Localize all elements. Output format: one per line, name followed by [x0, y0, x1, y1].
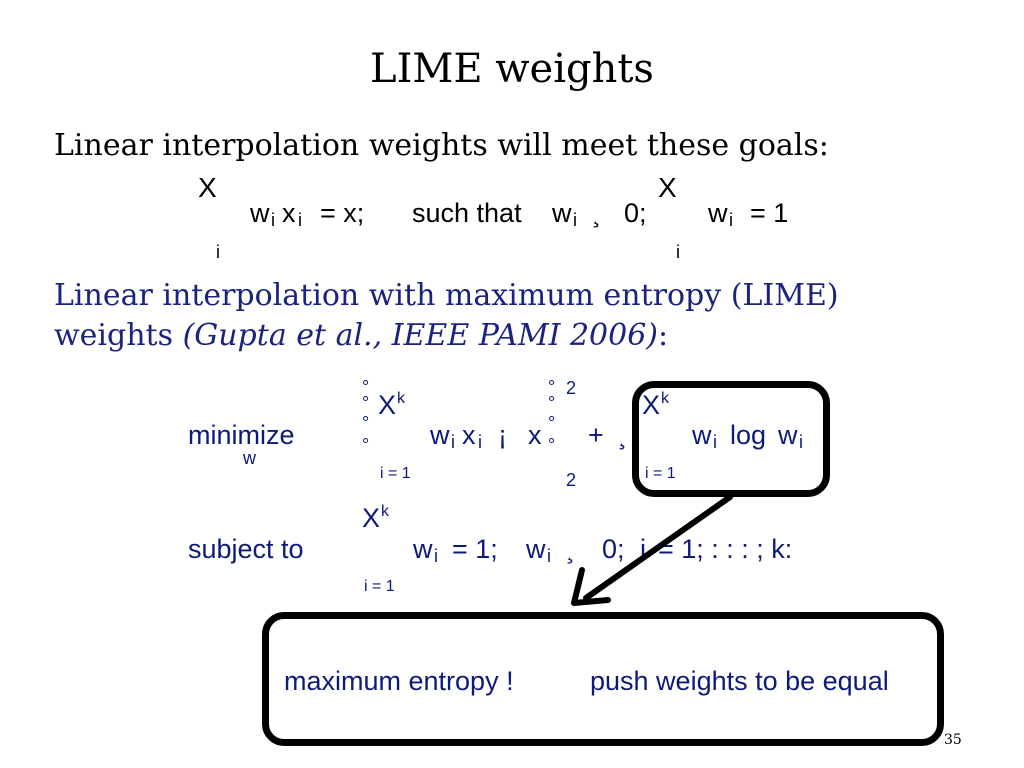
eq1-w-sub: i: [271, 210, 275, 230]
sum-lower-constraint: i = 1: [364, 578, 395, 595]
minimize-sub: w: [243, 448, 256, 468]
callout-text-left: maximum entropy !: [284, 666, 514, 696]
arrow-head-icon: [571, 567, 611, 606]
eq1-zero: 0;: [624, 198, 647, 228]
eq1-w-geq-sub: i: [573, 210, 577, 230]
sum-symbol-constraint: X: [362, 503, 381, 533]
constraint-w-geq: w: [526, 534, 546, 564]
entropy-log: log: [730, 420, 767, 450]
entropy-w: w: [692, 420, 712, 450]
entropy-w-sub: i: [713, 432, 717, 452]
subject-to-label: subject to: [188, 534, 304, 564]
sum-symbol-2: X: [658, 172, 677, 203]
norm-left-bar-3: °: [362, 413, 370, 433]
minimize-label: minimize: [188, 420, 295, 450]
eq1-w-eq: w: [708, 198, 728, 228]
constraint-w: w: [413, 534, 433, 564]
sum-index-1: i: [216, 242, 220, 262]
callout-text-right: push weights to be equal: [590, 666, 889, 696]
norm-right-bar-3: °: [548, 413, 556, 433]
eq1-w-geq: w: [552, 198, 572, 228]
eq1-geq: ¸: [592, 198, 601, 228]
constraint-w-geq-sub: i: [547, 546, 551, 566]
min-w: w: [430, 420, 450, 450]
eq1-x-sub: i: [298, 210, 302, 230]
min-x-target: x: [528, 420, 542, 450]
constraint-index: i: [640, 534, 646, 564]
norm-sup-2: 2: [566, 378, 577, 398]
eq1-equals-x: = x;: [320, 198, 365, 228]
min-lambda: ¸: [618, 420, 627, 450]
citation-colon: :: [658, 318, 669, 353]
norm-sub-2: 2: [566, 470, 577, 490]
entropy-w2-sub: i: [799, 432, 803, 452]
eq1-w: w: [250, 198, 270, 228]
min-x: x: [462, 420, 476, 450]
constraint-zero: 0;: [602, 534, 625, 564]
constraint-eq-one: = 1;: [452, 534, 498, 564]
weights-word: weights: [54, 318, 174, 353]
eq1-equals-one: = 1: [750, 198, 789, 228]
entropy-highlight-box: [632, 381, 830, 497]
norm-left-bar-4: °: [362, 435, 370, 455]
slide-title: LIME weights: [370, 46, 654, 92]
sum-index-2: i: [676, 242, 680, 262]
entropy-w2: w: [778, 420, 798, 450]
arrow-line: [583, 494, 733, 601]
sum-symbol-min: X: [378, 390, 397, 420]
weights-citation-line: weights (Gupta et al., IEEE PAMI 2006):: [54, 318, 668, 353]
lime-line: Linear interpolation with maximum entrop…: [54, 278, 839, 313]
eq1-x: x: [282, 198, 296, 228]
sum-upper-entropy: k: [661, 390, 669, 407]
constraint-range: = 1; : : : ; k:: [658, 534, 793, 564]
goals-line: Linear interpolation weights will meet t…: [54, 128, 829, 163]
eq1-such-that: such that: [412, 198, 522, 228]
min-minus: ¡: [498, 420, 507, 450]
callout-box: [262, 612, 944, 746]
norm-left-bar-1: °: [362, 377, 370, 397]
page-number: 35: [944, 732, 962, 748]
norm-left-bar-2: °: [362, 393, 370, 413]
norm-right-bar-4: °: [548, 435, 556, 455]
sum-upper-min: k: [397, 390, 405, 407]
min-w-sub: i: [451, 432, 455, 452]
sum-lower-min: i = 1: [380, 465, 411, 482]
sum-symbol-1: X: [198, 172, 217, 203]
citation: (Gupta et al., IEEE PAMI 2006): [182, 318, 659, 353]
min-plus: +: [588, 420, 604, 450]
norm-right-bar-2: °: [548, 393, 556, 413]
norm-right-bar-1: °: [548, 377, 556, 397]
sum-upper-constraint: k: [381, 503, 389, 520]
constraint-w-sub: i: [434, 546, 438, 566]
eq1-w-eq-sub: i: [729, 210, 733, 230]
min-x-sub: i: [478, 432, 482, 452]
constraint-geq: ¸: [566, 534, 575, 564]
